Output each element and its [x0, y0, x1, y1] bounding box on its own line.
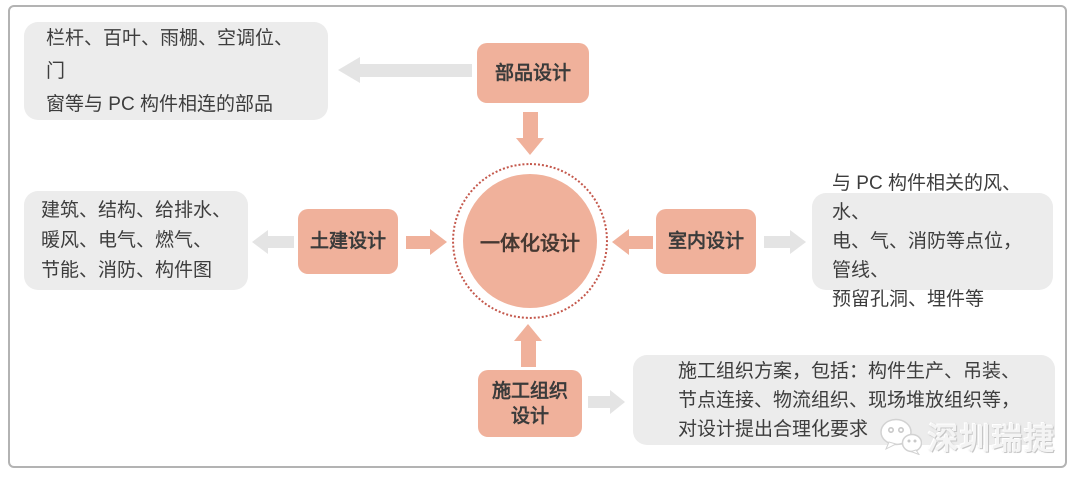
arrowhead-left-icon	[338, 57, 360, 83]
interior-design-description: 与 PC 构件相关的风、水、 电、气、消防等点位，管线、 预留孔洞、埋件等	[812, 173, 1053, 310]
node-civil-design: 土建设计	[298, 209, 398, 274]
arrow-shaft	[520, 341, 536, 367]
arrow-shaft	[764, 236, 790, 248]
construction-org-description: 施工组织方案，包括：构件生产、吊装、 节点连接、物流组织、现场堆放组织等， 对设…	[633, 355, 1055, 445]
arrow-left-icon	[252, 230, 294, 254]
center-dotted-ring	[452, 163, 608, 319]
arrowhead-right-icon	[430, 229, 447, 255]
arrowhead-left-icon	[612, 229, 629, 255]
node-construction-org-design: 施工组织 设计	[478, 370, 582, 437]
arrow-right-icon	[764, 230, 806, 254]
arrow-up-icon	[514, 324, 542, 367]
arrow-right-icon	[406, 229, 447, 255]
arrowhead-right-icon	[610, 390, 625, 414]
arrow-shaft	[360, 63, 472, 77]
arrow-left-icon	[338, 57, 472, 83]
watermark: 深圳瑞捷	[880, 414, 1056, 458]
node-product-design: 部品设计	[477, 43, 589, 103]
arrowhead-up-icon	[514, 324, 542, 341]
node-interior-design: 室内设计	[656, 209, 756, 274]
center-integrated-design: 一体化设计	[463, 174, 597, 308]
arrow-shaft	[588, 396, 610, 408]
arrow-shaft	[629, 235, 653, 249]
arrow-shaft	[268, 236, 294, 248]
arrow-shaft	[522, 112, 538, 138]
arrow-shaft	[406, 235, 430, 249]
arrow-left-icon	[612, 229, 653, 255]
arrowhead-left-icon	[252, 230, 268, 254]
arrowhead-down-icon	[516, 138, 544, 155]
watermark-brand-text: 深圳瑞捷	[928, 423, 1056, 456]
arrowhead-right-icon	[790, 230, 806, 254]
arrow-down-icon	[516, 112, 544, 155]
civil-design-description: 建筑、结构、给排水、 暖风、电气、燃气、 节能、消防、构件图	[24, 191, 248, 290]
wechat-icon	[880, 418, 922, 455]
outer-border	[8, 5, 1067, 468]
product-design-description: 栏杆、百叶、雨棚、空调位、门 窗等与 PC 构件相连的部品	[24, 22, 328, 120]
arrow-right-icon	[588, 390, 625, 414]
